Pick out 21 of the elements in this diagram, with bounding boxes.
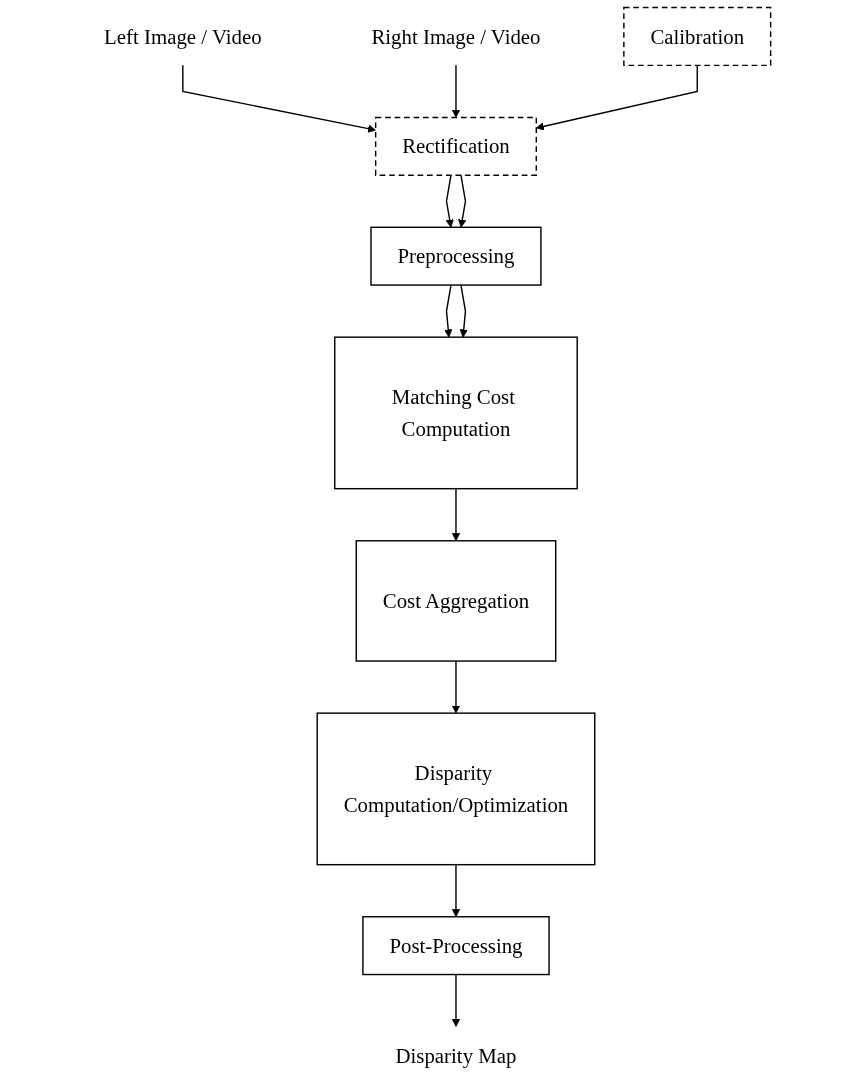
node-box: Matching Cost Computation [334,336,579,490]
arrow [458,174,467,228]
node-box: Preprocessing [370,226,543,286]
node-text: Right Image / Video [371,24,541,49]
arrow [452,64,461,118]
arrow [182,64,377,133]
node-box: Rectification [375,116,538,176]
arrow [452,864,461,918]
node-box: Calibration [623,6,772,67]
arrow [452,660,461,714]
node-box: Cost Aggregation [355,540,557,662]
node-text: Disparity Map [395,1043,517,1068]
arrow [446,174,455,228]
node-box: Disparity Computation/Optimization [316,712,596,866]
node-box: Post-Processing [362,916,551,976]
arrow [452,973,461,1027]
arrow [444,284,453,338]
arrow [452,488,461,542]
arrow [536,64,699,131]
node-text: Left Image / Video [104,24,262,49]
arrow [459,284,469,338]
